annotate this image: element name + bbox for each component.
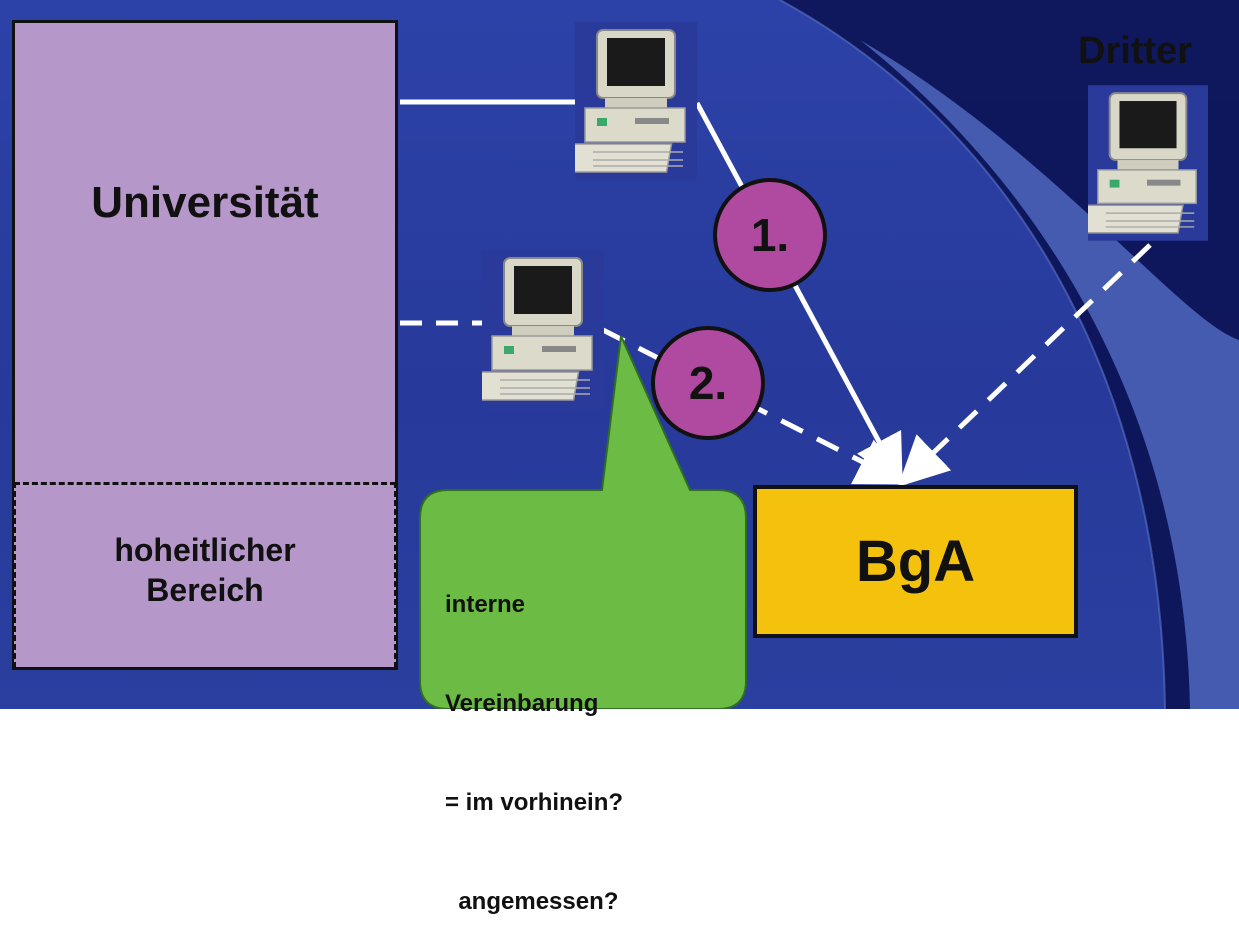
hoheitlicher-bereich-line2: Bereich xyxy=(146,572,264,608)
callout-line4: angemessen? xyxy=(445,888,619,915)
computer-icon xyxy=(575,22,697,180)
hoheitlicher-bereich-label: hoheitlicher Bereich xyxy=(12,530,398,610)
hoheitlicher-bereich-box xyxy=(14,482,396,666)
hoheitlicher-bereich-right-edge xyxy=(394,482,397,668)
callout-line3: = im vorhinein? xyxy=(445,789,624,816)
callout-line1: interne xyxy=(445,591,526,618)
hoheitlicher-bereich-left-edge xyxy=(13,482,16,668)
arrow-pc1-to-bga xyxy=(694,101,903,486)
dritter-label: Dritter xyxy=(1078,30,1193,72)
universitaet-label: Universität xyxy=(91,178,319,227)
step-1-circle: 1. xyxy=(713,178,827,292)
step-2-circle: 2. xyxy=(651,326,765,440)
callout-line2: Vereinbarung xyxy=(445,690,599,717)
computer-icon xyxy=(482,250,604,410)
arrow-dritter-to-bga xyxy=(897,243,1152,487)
hoheitlicher-bereich-line1: hoheitlicher xyxy=(114,532,296,568)
callout-text: interne Vereinbarung = im vorhinein? ang… xyxy=(445,522,745,951)
computer-icon xyxy=(1088,85,1208,241)
bga-box: BgA xyxy=(753,485,1078,638)
